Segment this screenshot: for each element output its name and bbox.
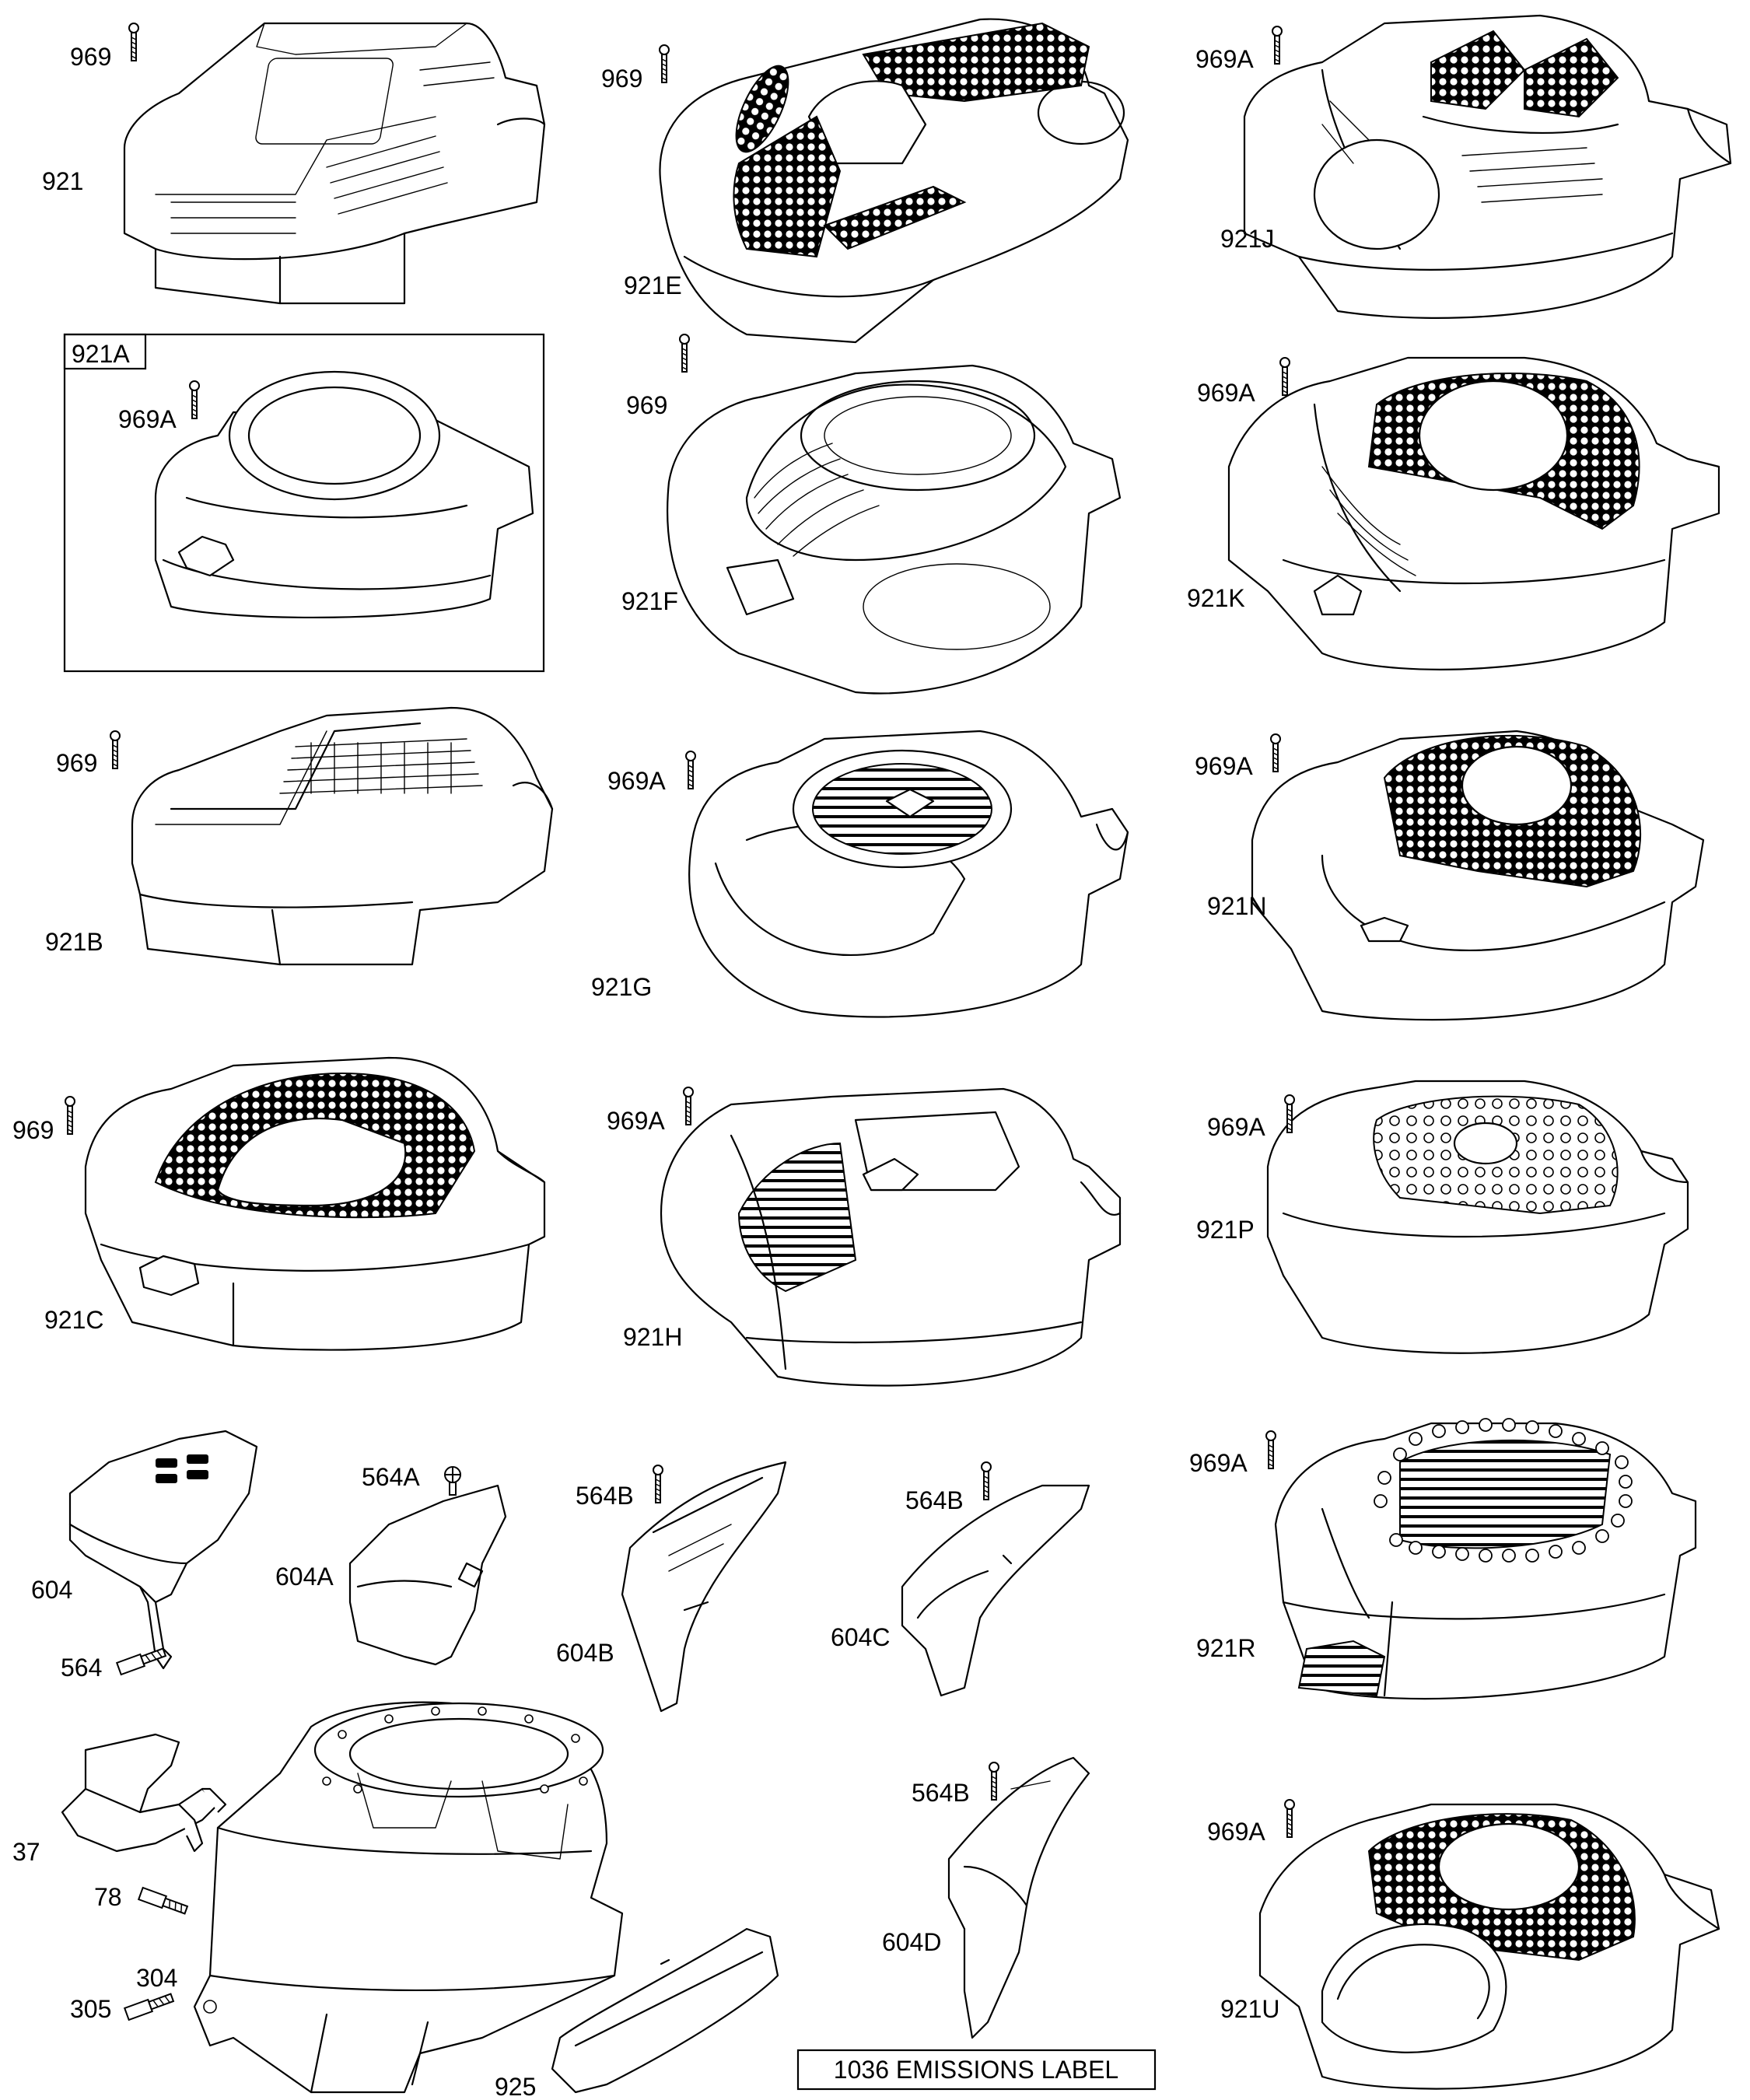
- callout-921B: 921B: [45, 928, 103, 956]
- screw-969A-icon: [1265, 1430, 1276, 1469]
- part-921N-blower-housing: [1251, 730, 1705, 1021]
- callout-921U: 921U: [1220, 1995, 1280, 2023]
- screw-969A-icon: [1270, 733, 1281, 772]
- bolt-78-icon: [138, 1887, 189, 1917]
- part-37-air-guide: [61, 1733, 227, 1853]
- part-921U-blower-housing: [1258, 1803, 1720, 2090]
- screw-564B-icon: [653, 1465, 663, 1503]
- callout-969: 969: [626, 391, 667, 419]
- screw-969-icon: [679, 334, 690, 373]
- callout-921E: 921E: [624, 271, 682, 299]
- part-921A-blower-housing: [154, 370, 534, 619]
- callout-921C: 921C: [44, 1306, 104, 1334]
- screw-564B-icon: [989, 1762, 999, 1801]
- callout-969A: 969A: [1207, 1818, 1265, 1846]
- screw-969A-icon: [685, 751, 696, 789]
- part-921B-blower-housing: [131, 706, 554, 966]
- part-604D-baffle: [947, 1756, 1090, 2039]
- screw-969A-icon: [1272, 26, 1283, 65]
- part-604B-baffle: [621, 1461, 787, 1713]
- callout-305: 305: [70, 1995, 111, 2023]
- screw-969A-icon: [683, 1087, 694, 1125]
- callout-921G: 921G: [591, 973, 652, 1001]
- screw-969A-icon: [189, 380, 200, 419]
- callout-604C: 604C: [831, 1623, 891, 1651]
- callout-604A: 604A: [275, 1563, 334, 1591]
- callout-969A: 969A: [1195, 752, 1253, 780]
- callout-564: 564: [61, 1654, 102, 1682]
- screw-969-icon: [110, 730, 121, 769]
- callout-921A: 921A: [72, 340, 130, 368]
- callout-921K: 921K: [1187, 584, 1245, 612]
- callout-564B: 564B: [576, 1482, 634, 1510]
- callout-564B: 564B: [912, 1779, 970, 1807]
- screw-564B-icon: [981, 1461, 992, 1500]
- callout-564B: 564B: [905, 1486, 964, 1514]
- screw-969-icon: [659, 44, 670, 83]
- callout-921R: 921R: [1196, 1634, 1256, 1662]
- callout-969: 969: [601, 65, 642, 93]
- part-604A-baffle: [348, 1484, 507, 1666]
- part-925-deflector: [551, 1927, 779, 2094]
- callout-604: 604: [31, 1576, 72, 1604]
- part-921-blower-housing: [123, 22, 546, 305]
- part-921J-blower-housing: [1243, 14, 1732, 319]
- callout-921N: 921N: [1207, 892, 1267, 920]
- callout-969: 969: [56, 749, 97, 777]
- callout-969: 969: [12, 1116, 54, 1144]
- frame-921A: [63, 333, 545, 673]
- screw-969A-icon: [1279, 357, 1290, 396]
- bolt-305-icon: [124, 1990, 175, 2021]
- part-921P-blower-housing: [1266, 1080, 1689, 1354]
- part-921H-blower-housing: [660, 1087, 1122, 1387]
- part-604C-baffle: [901, 1484, 1090, 1697]
- callout-604B: 604B: [556, 1639, 614, 1667]
- frame-921A-tag: [63, 333, 147, 370]
- callout-969A: 969A: [1195, 45, 1254, 73]
- screw-564A-icon: [444, 1466, 461, 1496]
- part-921C-blower-housing: [84, 1056, 546, 1351]
- callout-78: 78: [94, 1883, 122, 1911]
- callout-969A: 969A: [118, 405, 177, 433]
- callout-304: 304: [136, 1964, 177, 1992]
- callout-921F: 921F: [621, 587, 678, 615]
- callout-969A: 969A: [1207, 1113, 1265, 1141]
- callout-921J: 921J: [1220, 225, 1274, 253]
- part-921F-blower-housing: [667, 364, 1122, 695]
- part-304-blower-housing: [193, 1701, 624, 2094]
- part-921R-blower-housing: [1274, 1418, 1697, 1700]
- screw-969-icon: [128, 23, 139, 61]
- callout-921H: 921H: [623, 1323, 683, 1351]
- emissions-label-text: 1036 EMISSIONS LABEL: [834, 2056, 1118, 2084]
- callout-969A: 969A: [607, 1107, 665, 1135]
- screw-969-icon: [65, 1096, 75, 1135]
- part-604-baffle: [68, 1430, 258, 1670]
- callout-925: 925: [495, 2073, 536, 2100]
- callout-604D: 604D: [882, 1928, 942, 1956]
- callout-921: 921: [42, 167, 83, 195]
- callout-969A: 969A: [1189, 1449, 1248, 1477]
- callout-969A: 969A: [607, 767, 666, 795]
- part-921K-blower-housing: [1227, 356, 1720, 670]
- screw-969A-icon: [1284, 1799, 1295, 1838]
- callout-969A: 969A: [1197, 379, 1255, 407]
- callout-37: 37: [12, 1838, 40, 1866]
- callout-564A: 564A: [362, 1463, 420, 1491]
- callout-921P: 921P: [1196, 1216, 1255, 1244]
- part-921E-blower-housing: [659, 18, 1129, 344]
- callout-969: 969: [70, 43, 111, 71]
- part-921G-blower-housing: [688, 730, 1129, 1018]
- emissions-label-box: [796, 2049, 1157, 2091]
